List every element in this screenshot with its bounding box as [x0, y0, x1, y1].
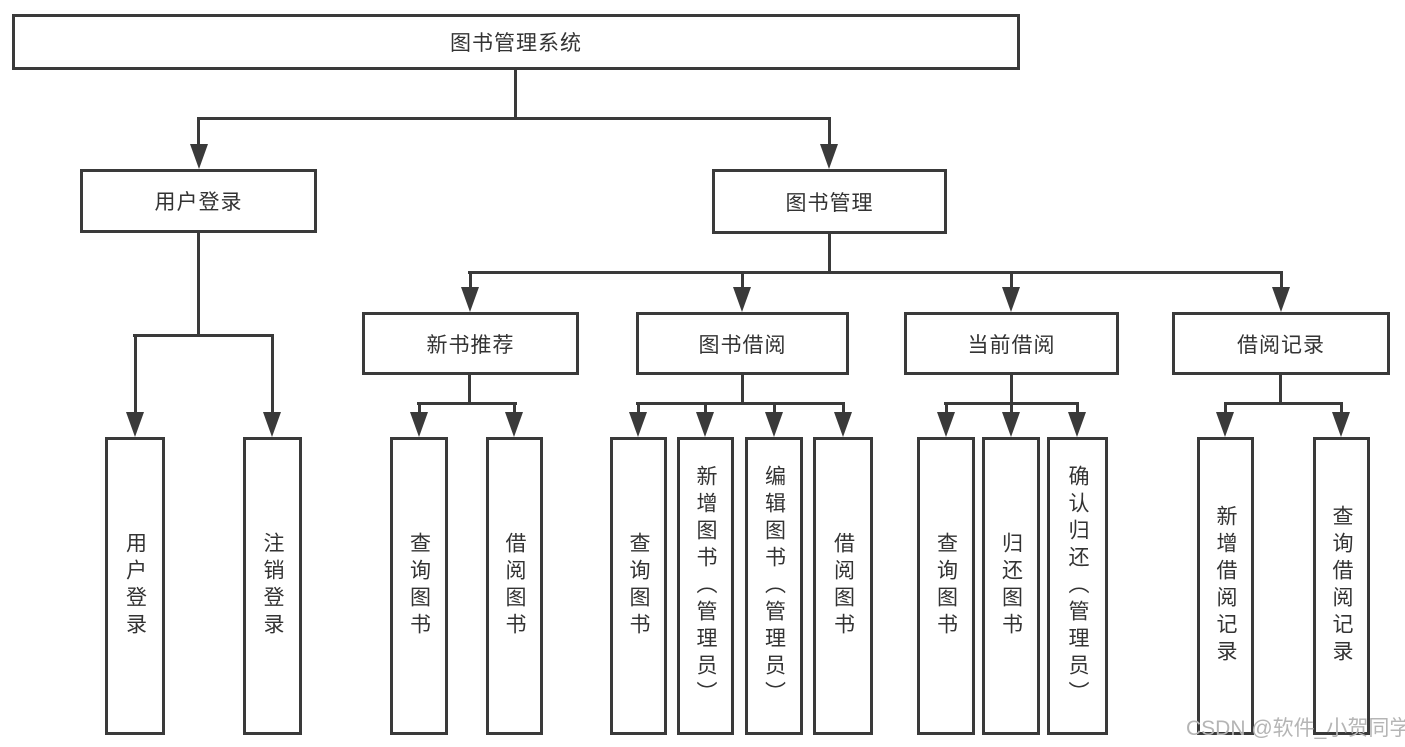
- leaf-borrow-books-borrowing: 借阅图书: [813, 437, 873, 735]
- connector-line: [134, 334, 137, 414]
- connector-line: [636, 402, 845, 405]
- arrowhead-down-icon: [263, 412, 281, 437]
- node-label: 注销登录: [261, 532, 284, 640]
- connector-line: [637, 402, 640, 415]
- arrowhead-down-icon: [629, 412, 647, 437]
- connector-line: [197, 231, 200, 336]
- node-label: 查询图书: [627, 532, 650, 640]
- node-label: 新增借阅记录: [1214, 505, 1237, 667]
- connector-line: [1010, 271, 1013, 290]
- node-borrowing-records: 借阅记录: [1172, 312, 1390, 375]
- arrowhead-down-icon: [834, 412, 852, 437]
- arrowhead-down-icon: [1332, 412, 1350, 437]
- connector-line: [271, 334, 274, 414]
- connector-line: [514, 69, 517, 118]
- arrowhead-down-icon: [1002, 412, 1020, 437]
- connector-line: [828, 232, 831, 274]
- node-user-login: 用户登录: [80, 169, 317, 233]
- connector-line: [1224, 402, 1343, 405]
- node-label: 新增图书（管理员）: [694, 464, 717, 708]
- node-label: 查询图书: [934, 532, 958, 640]
- arrowhead-down-icon: [126, 412, 144, 437]
- connector-line: [773, 402, 776, 415]
- connector-line: [417, 402, 517, 405]
- node-label: 查询借阅记录: [1330, 505, 1353, 667]
- connector-line: [418, 402, 421, 415]
- arrowhead-down-icon: [1272, 287, 1290, 312]
- connector-line: [1280, 271, 1283, 290]
- connector-line: [1010, 373, 1013, 404]
- leaf-query-borrow-record: 查询借阅记录: [1313, 437, 1370, 735]
- leaf-confirm-return-admin: 确认归还（管理员）: [1047, 437, 1108, 735]
- node-label: 用户登录: [123, 532, 147, 640]
- leaf-add-books-admin: 新增图书（管理员）: [677, 437, 734, 735]
- connector-line: [1340, 402, 1343, 415]
- node-label: 用户登录: [154, 191, 243, 214]
- node-label: 编辑图书（管理员）: [762, 464, 786, 708]
- connector-line: [1010, 402, 1013, 415]
- connector-line: [1279, 373, 1282, 404]
- connector-line: [513, 402, 516, 415]
- node-new-book-recommendation: 新书推荐: [362, 312, 579, 375]
- connector-line: [197, 117, 200, 147]
- node-label: 借阅记录: [1237, 333, 1325, 357]
- node-book-borrowing: 图书借阅: [636, 312, 849, 375]
- leaf-logout: 注销登录: [243, 437, 302, 735]
- arrowhead-down-icon: [410, 412, 428, 437]
- connector-line: [469, 271, 472, 290]
- node-label: 查询图书: [407, 532, 431, 640]
- connector-line: [197, 117, 831, 120]
- connector-line: [842, 402, 845, 415]
- arrowhead-down-icon: [765, 412, 783, 437]
- node-label: 确认归还（管理员）: [1066, 464, 1089, 708]
- leaf-borrow-books-recommend: 借阅图书: [486, 437, 543, 735]
- node-label: 借阅图书: [503, 532, 526, 640]
- leaf-edit-books-admin: 编辑图书（管理员）: [745, 437, 803, 735]
- leaf-user-login: 用户登录: [105, 437, 165, 735]
- node-label: 图书管理: [785, 191, 874, 215]
- node-label: 图书借阅: [698, 333, 787, 357]
- connector-line: [468, 271, 1282, 274]
- arrowhead-down-icon: [505, 412, 523, 437]
- node-library-management-system: 图书管理系统: [12, 14, 1020, 70]
- leaf-query-books-recommend: 查询图书: [390, 437, 448, 735]
- connector-line: [468, 373, 471, 404]
- arrowhead-down-icon: [1002, 287, 1020, 312]
- node-label: 借阅图书: [831, 532, 855, 640]
- leaf-return-books: 归还图书: [982, 437, 1040, 735]
- arrowhead-down-icon: [696, 412, 714, 437]
- arrowhead-down-icon: [937, 412, 955, 437]
- node-label: 新书推荐: [426, 333, 515, 357]
- csdn-watermark: CSDN @软件_小贺同学: [1186, 717, 1405, 740]
- leaf-query-books-current: 查询图书: [917, 437, 975, 735]
- connector-line: [1224, 402, 1227, 415]
- connector-line: [828, 117, 831, 147]
- arrowhead-down-icon: [820, 144, 838, 169]
- connector-line: [741, 373, 744, 404]
- node-label: 图书管理系统: [450, 32, 582, 55]
- arrowhead-down-icon: [461, 287, 479, 312]
- connector-line: [133, 334, 274, 337]
- arrowhead-down-icon: [733, 287, 751, 312]
- arrowhead-down-icon: [190, 144, 208, 169]
- connector-line: [741, 271, 744, 290]
- connector-line: [1076, 402, 1079, 415]
- node-current-borrowing: 当前借阅: [904, 312, 1119, 375]
- connector-line: [704, 402, 707, 415]
- arrowhead-down-icon: [1068, 412, 1086, 437]
- node-label: 当前借阅: [967, 333, 1056, 357]
- leaf-add-borrow-record: 新增借阅记录: [1197, 437, 1254, 735]
- leaf-query-books-borrowing: 查询图书: [610, 437, 667, 735]
- connector-line: [945, 402, 948, 415]
- arrowhead-down-icon: [1216, 412, 1234, 437]
- node-label: 归还图书: [999, 532, 1023, 640]
- node-book-management: 图书管理: [712, 169, 947, 234]
